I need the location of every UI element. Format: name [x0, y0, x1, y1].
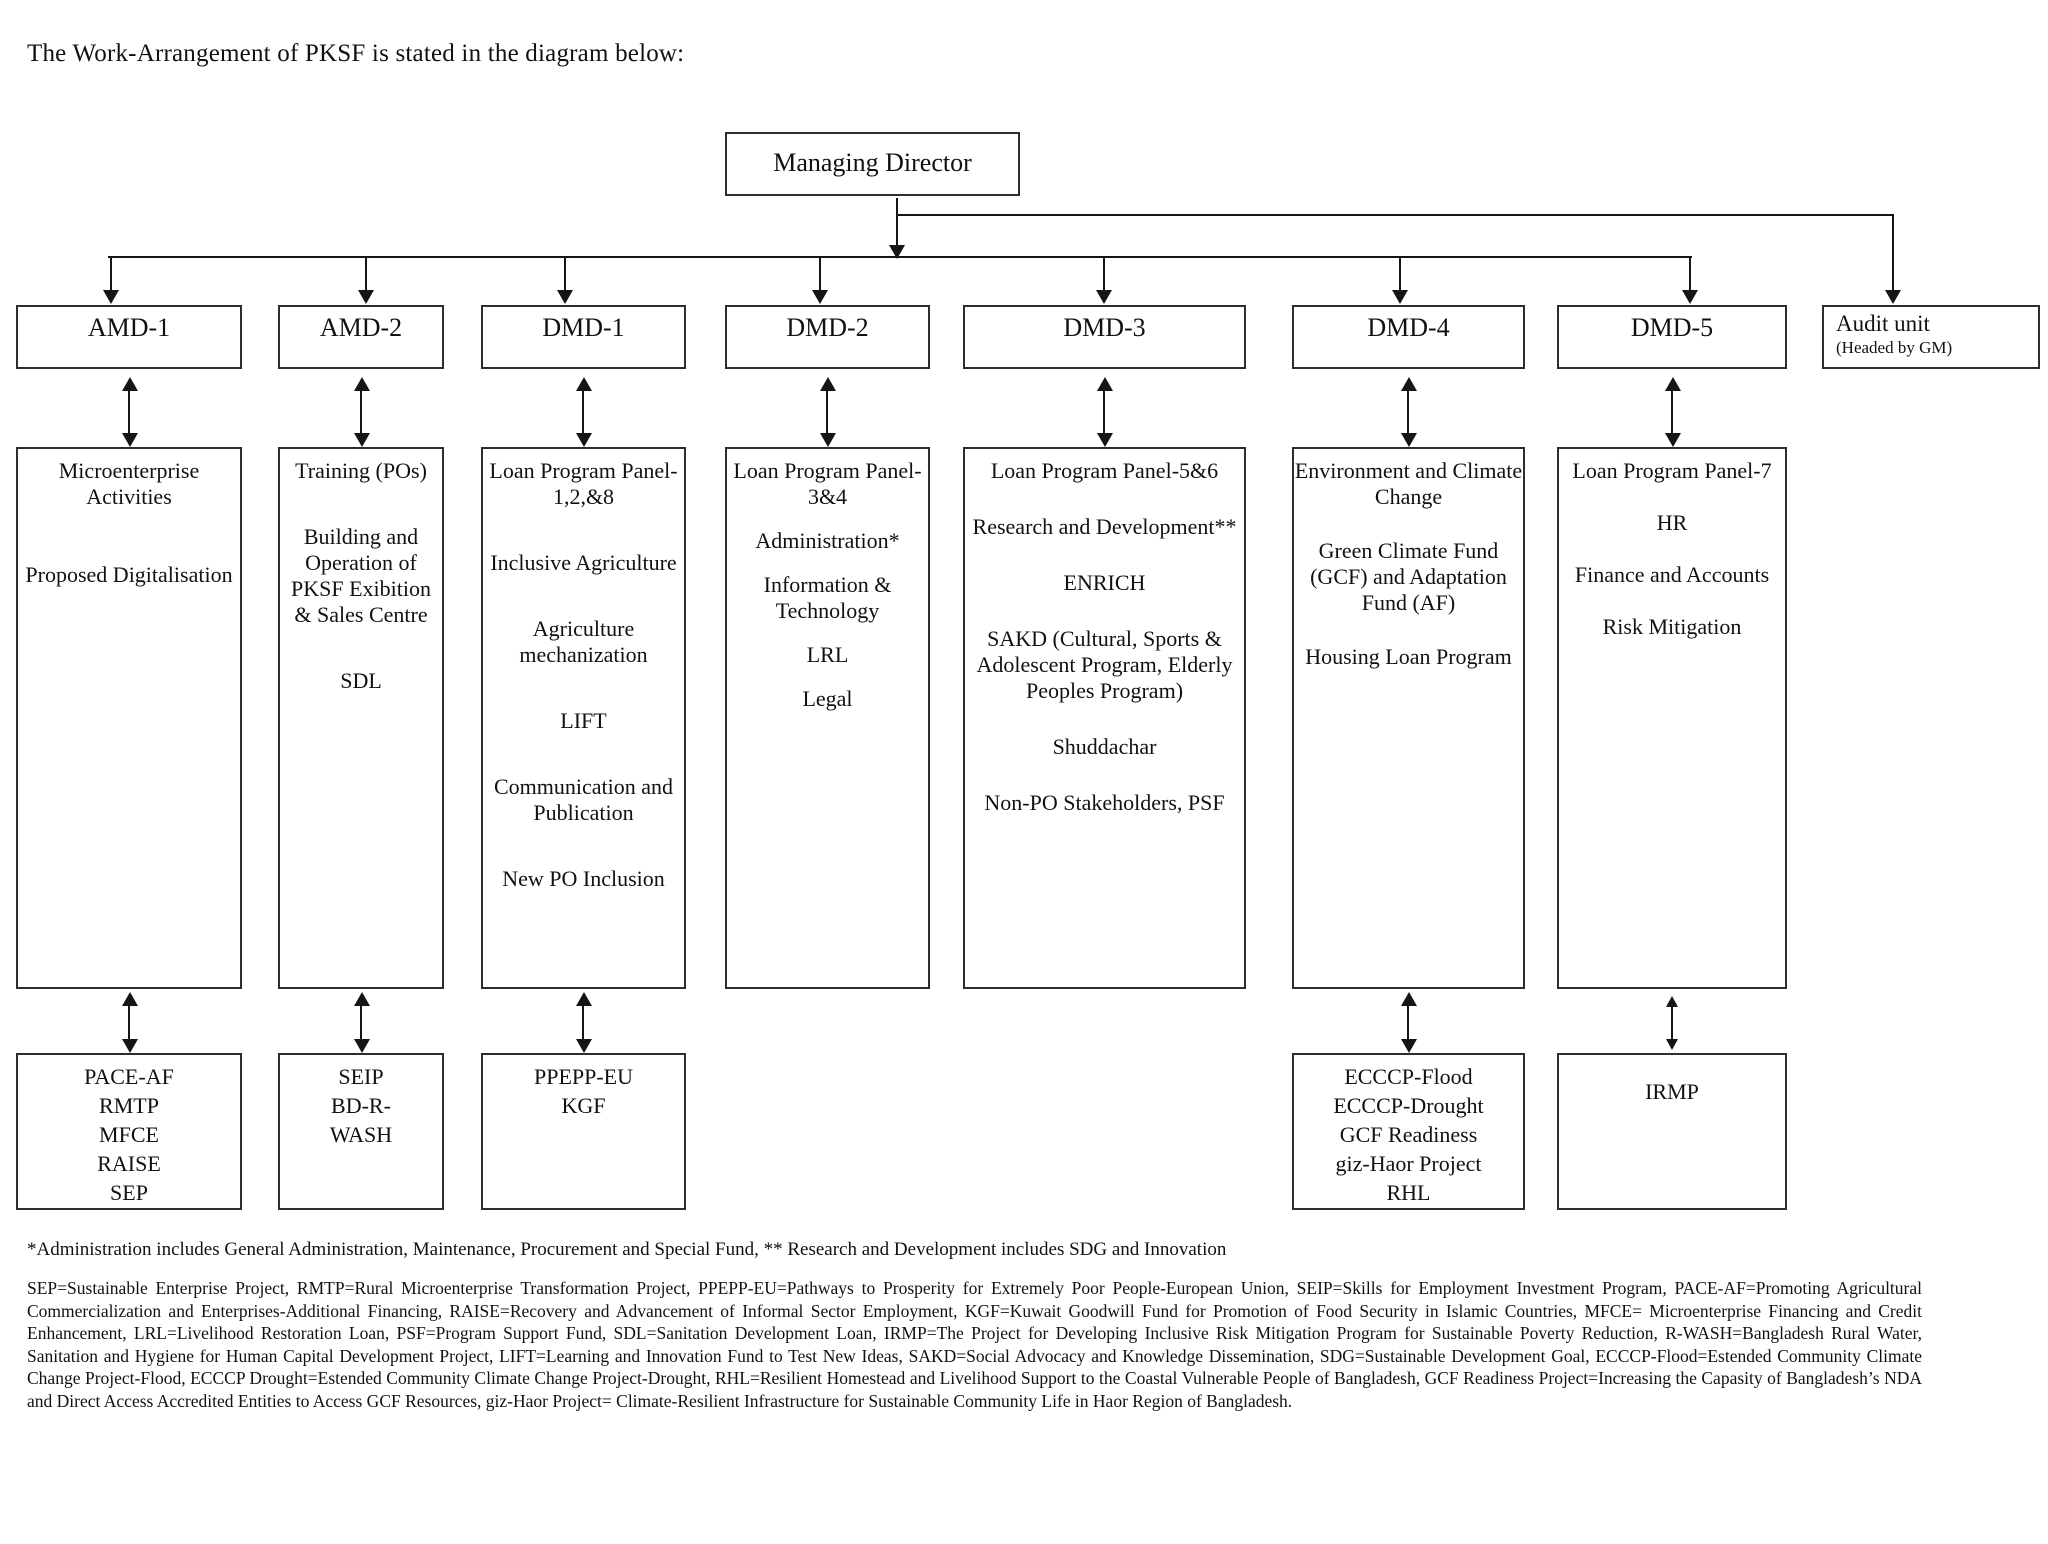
content-line: ENRICH: [1063, 570, 1146, 595]
content-line: Communication and Publication: [493, 774, 674, 825]
amd1-label: AMD-1: [87, 313, 171, 342]
arrowhead-down-icon: [1096, 290, 1112, 304]
content-line: Proposed Digitalisation: [25, 562, 233, 587]
arrowhead-down-icon: [1682, 290, 1698, 304]
arrowhead-down-icon: [358, 290, 374, 304]
abbreviation-legend: SEP=Sustainable Enterprise Project, RMTP…: [27, 1278, 1922, 1411]
content-line: Finance and Accounts: [1574, 562, 1770, 587]
dmd1-box: DMD-1: [481, 305, 686, 369]
content-line: Loan Program Panel-1,2,&8: [489, 458, 678, 509]
content-line: RHL: [1386, 1180, 1431, 1205]
arrowhead-down-icon: [557, 290, 573, 304]
content-line: Microenterprise Activities: [58, 458, 200, 509]
dmd5-label: DMD-5: [1630, 313, 1714, 342]
arrowhead-up-icon: [122, 377, 138, 391]
content-line: RAISE: [97, 1151, 161, 1176]
content-line: Risk Mitigation: [1602, 614, 1742, 639]
content-line: PPEPP-EU: [533, 1064, 634, 1089]
content-line: ECCCP-Flood: [1344, 1064, 1473, 1089]
content-line: Loan Program Panel-3&4: [733, 458, 922, 509]
content-line: GCF Readiness: [1339, 1122, 1478, 1147]
connector: [108, 256, 1692, 258]
amd2-label: AMD-2: [319, 313, 403, 342]
managing-director-box: Managing Director: [725, 132, 1020, 196]
dmd5-projects-box: IRMP: [1557, 1053, 1787, 1210]
amd1-projects-box: PACE-AF RMTP MFCE RAISE SEP: [16, 1053, 242, 1210]
content-line: Green Climate Fund (GCF) and Adaptation …: [1310, 538, 1507, 615]
managing-director-label: Managing Director: [773, 148, 972, 177]
content-line: WASH: [329, 1122, 393, 1147]
dmd3-label: DMD-3: [1063, 313, 1146, 342]
content-line: Training (POs): [295, 458, 427, 483]
arrowhead-down-icon: [812, 290, 828, 304]
amd1-box: AMD-1: [16, 305, 242, 369]
content-line: HR: [1656, 510, 1688, 535]
arrowhead-down-icon: [1885, 290, 1901, 304]
content-line: SEP: [110, 1180, 148, 1205]
arrowhead-down-icon: [103, 290, 119, 304]
content-line: BD-R-: [331, 1093, 391, 1118]
dmd5-box: DMD-5: [1557, 305, 1787, 369]
content-line: Housing Loan Program: [1305, 644, 1512, 669]
dmd4-label: DMD-4: [1367, 313, 1450, 342]
content-line: giz-Haor Project: [1335, 1151, 1482, 1176]
footnote-administration: *Administration includes General Adminis…: [27, 1239, 1227, 1260]
page-title: The Work-Arrangement of PKSF is stated i…: [27, 40, 685, 67]
connector: [1892, 214, 1894, 291]
content-line: Research and Development**: [972, 514, 1237, 539]
content-line: SEIP: [338, 1064, 384, 1089]
arrowhead-down-icon: [122, 433, 138, 447]
amd2-content-box: Training (POs) Building and Operation of …: [278, 447, 444, 989]
content-line: Loan Program Panel-7: [1572, 458, 1772, 483]
content-line: LRL: [806, 642, 849, 667]
dmd1-label: DMD-1: [542, 313, 625, 342]
content-line: Administration*: [755, 528, 900, 553]
audit-unit-box: Audit unit (Headed by GM): [1822, 305, 2040, 369]
content-line: New PO Inclusion: [502, 866, 665, 891]
amd2-projects-box: SEIP BD-R- WASH: [278, 1053, 444, 1210]
content-line: Legal: [802, 686, 853, 711]
content-line: IRMP: [1645, 1079, 1699, 1104]
content-line: ECCCP-Drought: [1333, 1093, 1484, 1118]
content-line: PACE-AF: [84, 1064, 174, 1089]
dmd1-projects-box: PPEPP-EU KGF: [481, 1053, 686, 1210]
content-line: RMTP: [99, 1093, 159, 1118]
content-line: Building and Operation of PKSF Exibition…: [291, 524, 431, 627]
dmd4-box: DMD-4: [1292, 305, 1525, 369]
content-line: MFCE: [99, 1122, 159, 1147]
content-line: Environment and Climate Change: [1294, 458, 1523, 509]
content-line: Non-PO Stakeholders, PSF: [984, 790, 1225, 815]
amd2-box: AMD-2: [278, 305, 444, 369]
content-line: LIFT: [560, 708, 607, 733]
audit-unit-subtitle: (Headed by GM): [1836, 338, 1953, 357]
arrowhead-down-icon: [1392, 290, 1408, 304]
dmd3-box: DMD-3: [963, 305, 1246, 369]
content-line: SDL: [340, 668, 382, 693]
connector: [896, 198, 898, 246]
content-line: Loan Program Panel-5&6: [990, 458, 1219, 483]
dmd2-label: DMD-2: [786, 313, 869, 342]
content-line: Shuddachar: [1052, 734, 1157, 759]
dmd2-box: DMD-2: [725, 305, 930, 369]
content-line: Inclusive Agriculture: [490, 550, 677, 575]
content-line: KGF: [561, 1093, 606, 1118]
content-line: Agriculture mechanization: [519, 616, 648, 667]
content-line: SAKD (Cultural, Sports & Adolescent Prog…: [976, 626, 1233, 703]
content-line: Information & Technology: [763, 572, 892, 623]
connector: [897, 214, 1894, 216]
audit-unit-label: Audit unit: [1836, 311, 1930, 336]
arrowhead-down-icon: [889, 245, 905, 259]
